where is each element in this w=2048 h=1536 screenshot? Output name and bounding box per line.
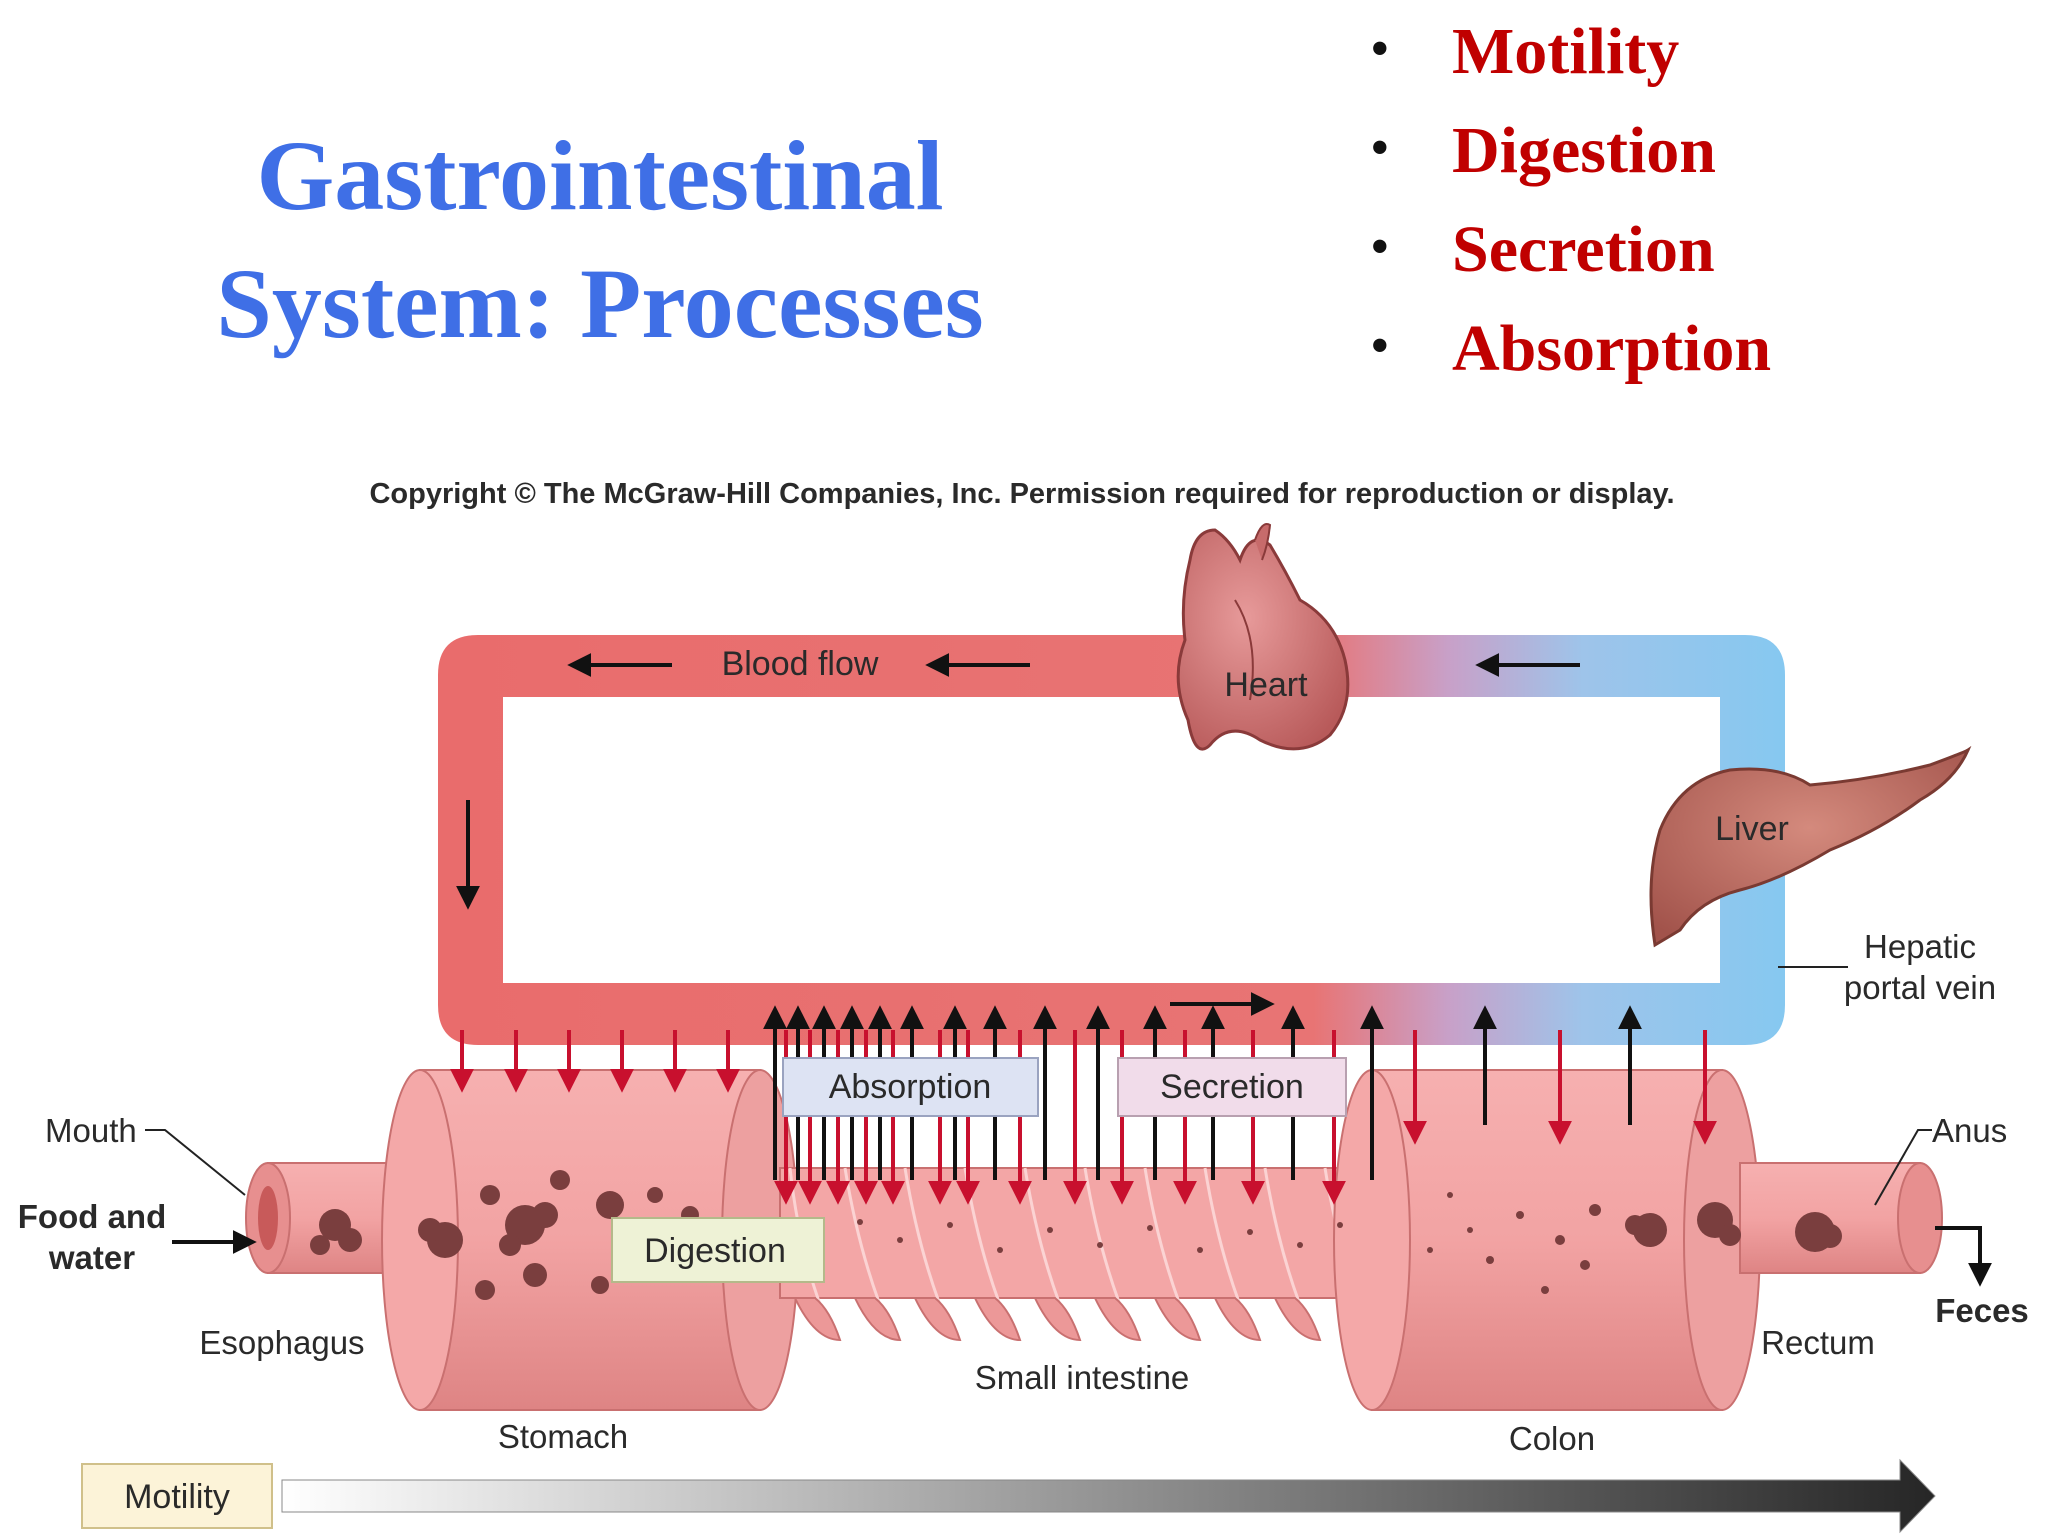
food-label-1: Food and <box>18 1198 166 1235</box>
small-intestine-label: Small intestine <box>975 1359 1190 1396</box>
mouth-leader-line <box>145 1129 246 1196</box>
colon-label: Colon <box>1509 1420 1595 1457</box>
copyright-text: Copyright © The McGraw-Hill Companies, I… <box>369 478 1674 510</box>
food-label-2: water <box>48 1239 135 1276</box>
bullet-icon: • <box>1370 216 1390 278</box>
absorption-label: Absorption <box>829 1068 992 1106</box>
gi-tract <box>245 1069 1943 1411</box>
feces-arrow <box>1935 1226 1992 1287</box>
liver-label: Liver <box>1715 810 1789 848</box>
mouth-label: Mouth <box>45 1112 137 1149</box>
bullet-icon: • <box>1370 315 1390 377</box>
hepatic-label-2: portal vein <box>1844 969 1996 1006</box>
motility-label: Motility <box>124 1478 230 1516</box>
rectum-label: Rectum <box>1761 1324 1875 1361</box>
process-item-label: Secretion <box>1452 213 1715 286</box>
process-item-label: Motility <box>1452 15 1680 88</box>
bullet-icon: • <box>1370 18 1390 80</box>
title-line-2: System: Processes <box>216 248 984 359</box>
digestion-box: Digestion <box>611 1217 825 1283</box>
heart-label: Heart <box>1224 666 1308 704</box>
blood-flow-label: Blood flow <box>722 645 879 683</box>
secretion-label: Secretion <box>1160 1068 1304 1106</box>
stomach-label: Stomach <box>498 1418 628 1455</box>
anus-label: Anus <box>1932 1112 2007 1149</box>
anus-leader-line <box>1874 1129 1932 1206</box>
blood-flow-arrows <box>456 653 1580 1016</box>
motility-arrow <box>281 1458 1936 1534</box>
page-title: Gastrointestinal System: Processes <box>120 112 1080 368</box>
heart-icon <box>1176 523 1350 751</box>
secretion-box: Secretion <box>1117 1057 1347 1117</box>
hepatic-label-1: Hepatic <box>1864 928 1976 965</box>
liver-icon <box>1649 745 1972 948</box>
motility-box: Motility <box>81 1463 273 1529</box>
process-item-label: Absorption <box>1452 312 1772 385</box>
bullet-icon: • <box>1370 117 1390 179</box>
food-particles <box>310 1170 1842 1300</box>
digestion-label: Digestion <box>644 1232 786 1270</box>
feces-label: Feces <box>1935 1292 2029 1329</box>
process-item-label: Digestion <box>1452 114 1716 187</box>
blood-loop <box>438 635 1785 1045</box>
esophagus-label: Esophagus <box>199 1324 364 1361</box>
title-line-1: Gastrointestinal <box>256 120 944 231</box>
absorption-box: Absorption <box>782 1057 1039 1117</box>
